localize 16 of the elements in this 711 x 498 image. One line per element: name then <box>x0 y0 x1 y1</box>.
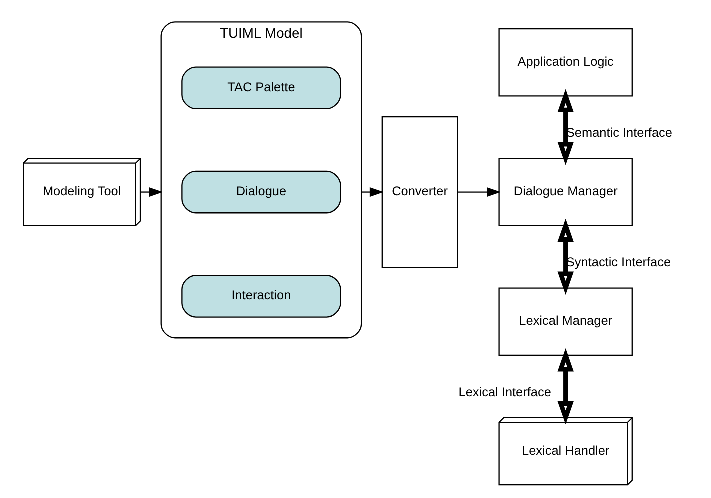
arrow <box>458 187 501 198</box>
node-box: Dialogue Manager <box>498 158 633 226</box>
node-box: Application Logic <box>498 28 633 97</box>
arrow <box>558 218 574 295</box>
edge-label: Syntactic Interface <box>566 254 672 270</box>
node-box: Dialogue <box>182 170 342 214</box>
edge-label: Lexical Interface <box>458 384 552 400</box>
node-box: Interaction <box>182 275 342 318</box>
arrow <box>140 187 164 198</box>
arrow <box>362 187 384 198</box>
arrow <box>558 89 574 166</box>
node-box: Converter <box>382 116 458 268</box>
edge-label: Semantic Interface <box>566 125 672 140</box>
node-box: TAC Palette <box>182 66 342 110</box>
node-box: Lexical Manager <box>498 288 633 356</box>
arrow <box>558 348 574 425</box>
